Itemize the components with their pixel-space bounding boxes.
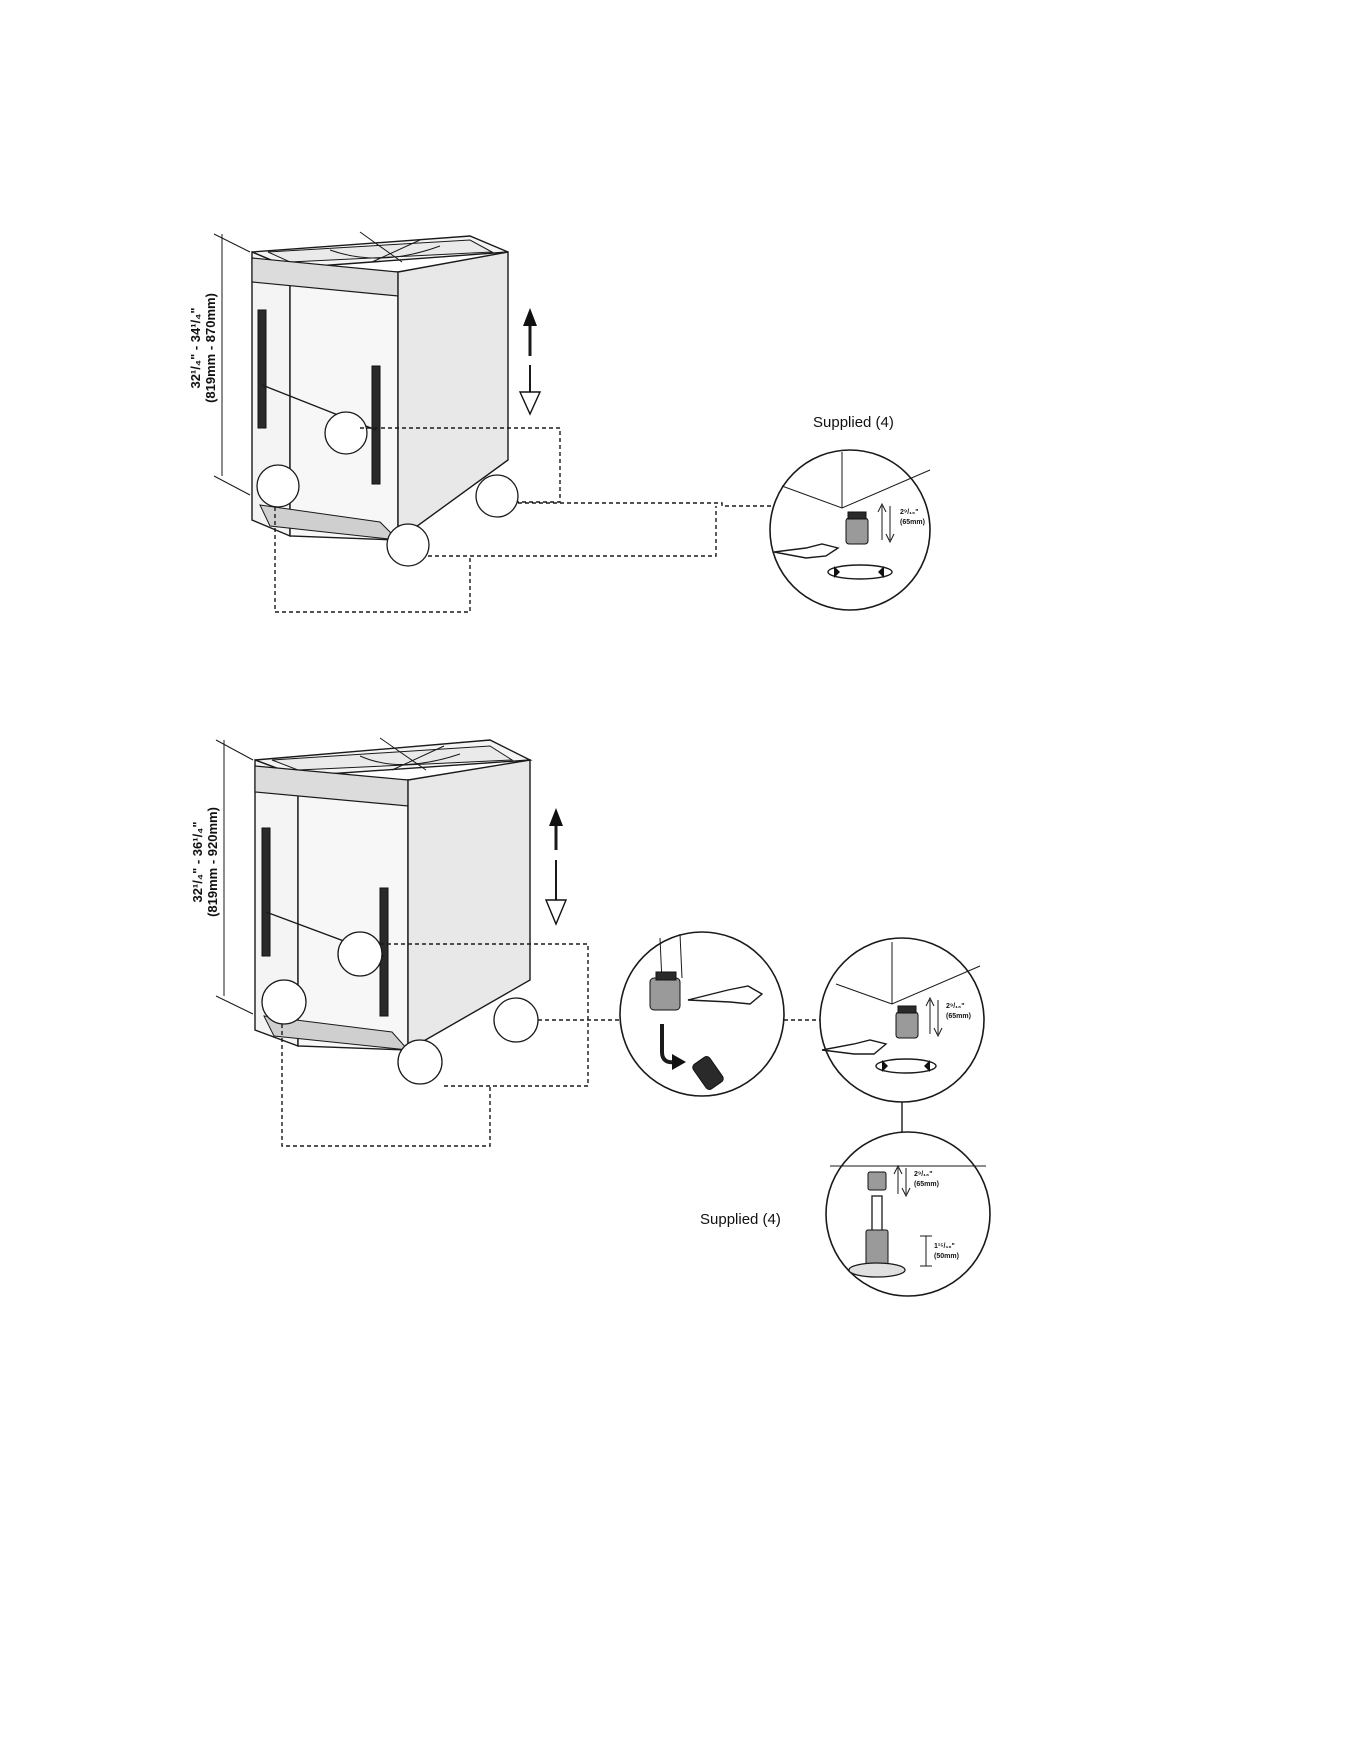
supplied-label: Supplied (4) — [813, 414, 894, 431]
top-figure: 32¹/₄" - 34¹/₄" (819mm - 870mm) Supplied… — [188, 232, 930, 612]
height-dimension-label: 32¹/₄" - 36¹/₄" — [190, 821, 205, 902]
dishwasher-bottom — [255, 738, 538, 1084]
extension-dimension: 1¹⁵/₁₆" — [934, 1243, 955, 1250]
adjust-arrows-bottom — [546, 808, 566, 924]
detail-dimension-metric: (65mm) — [900, 519, 925, 526]
detail-callout-supplied: Supplied (4) 2⁹/₁₆" (65mm) 1¹⁵/₁₆" (50mm… — [700, 1132, 990, 1296]
detail-callout-extension — [620, 932, 784, 1096]
detail-dimension: 2⁹/₁₆" — [946, 1003, 965, 1010]
extension-dimension-metric: (50mm) — [934, 1253, 959, 1260]
detail-dimension: 2⁹/₁₆" — [900, 509, 919, 516]
height-dimension-label: 32¹/₄" - 34¹/₄" — [188, 307, 203, 388]
bottom-figure: 32¹/₄" - 36¹/₄" (819mm - 920mm) — [190, 738, 990, 1296]
height-dimension-top: 32¹/₄" - 34¹/₄" (819mm - 870mm) — [188, 234, 250, 495]
height-dimension-metric: (819mm - 870mm) — [203, 293, 218, 403]
adjust-arrows-top — [520, 308, 540, 414]
detail-callout-top: Supplied (4) 2⁹/₁₆" (65mm) — [770, 414, 930, 610]
detail-dimension: 2⁹/₁₆" — [914, 1171, 933, 1178]
detail-callout-adjust: 2⁹/₁₆" (65mm) — [820, 938, 984, 1102]
supplied-label: Supplied (4) — [700, 1211, 781, 1228]
detail-dimension-metric: (65mm) — [946, 1013, 971, 1020]
dishwasher-top — [252, 232, 518, 566]
height-dimension-bottom: 32¹/₄" - 36¹/₄" (819mm - 920mm) — [190, 740, 253, 1014]
detail-dimension-metric: (65mm) — [914, 1181, 939, 1188]
height-dimension-metric: (819mm - 920mm) — [205, 807, 220, 917]
